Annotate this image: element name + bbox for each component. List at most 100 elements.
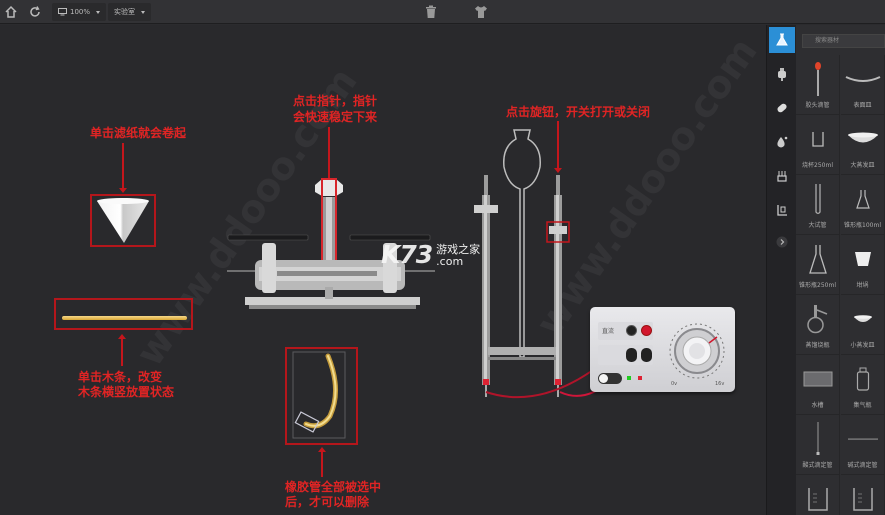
lab-dropdown[interactable]: 实验室: [108, 3, 151, 21]
arrow-down: [119, 143, 127, 193]
home-button[interactable]: [4, 3, 18, 21]
wooden-stick-note-2: 木条横竖放置状态: [78, 385, 175, 399]
balance-scale[interactable]: [225, 175, 460, 315]
refresh-button[interactable]: [28, 3, 42, 21]
stand-icon: [777, 171, 787, 182]
tab-apparatus[interactable]: [769, 27, 795, 53]
distillation-flask-icon: [806, 305, 827, 334]
gas-jar-icon: [856, 367, 869, 391]
hofmann-voltameter[interactable]: [470, 125, 580, 400]
voltage-knob[interactable]: 0v 16v: [665, 315, 731, 387]
item-water-trough[interactable]: 水槽: [796, 355, 840, 415]
burette-icon: [816, 422, 819, 455]
ac-panel: [598, 345, 653, 365]
item-acid-burette[interactable]: 酸式滴定管: [796, 415, 840, 475]
rubber-tube-note-1: 橡胶管全部被选中: [285, 480, 382, 494]
svg-text:0v: 0v: [671, 381, 677, 387]
item-beaker[interactable]: [796, 475, 840, 515]
chevron-down-icon: [96, 10, 101, 14]
evaporating-dish-icon: [853, 314, 872, 322]
iron-stand-icon: [777, 205, 787, 216]
item-crucible[interactable]: 坩埚: [841, 235, 885, 295]
ac-indicator: [638, 376, 642, 380]
arrow-down: [554, 121, 562, 173]
item-conical-flask-250[interactable]: 锥形瓶250ml: [796, 235, 840, 295]
expand-button[interactable]: [769, 229, 795, 255]
tab-equipment[interactable]: [769, 197, 795, 223]
rubber-tube-note-2: 后，才可以删除: [285, 495, 370, 509]
ac-terminal-right[interactable]: [641, 348, 652, 362]
arrow-up: [118, 334, 126, 366]
eraser-icon: [777, 103, 787, 113]
lab-value: 实验室: [114, 8, 135, 16]
apparatus-panel: 搜索器材 胶头滴管 表面皿 烧杯250ml 大蒸发皿: [796, 25, 885, 515]
item-large-evaporating-dish[interactable]: 大蒸发皿: [841, 115, 885, 175]
item-beaker[interactable]: [841, 475, 885, 515]
water-trough-icon: [803, 371, 832, 387]
shirt-icon: [475, 6, 487, 18]
power-supply[interactable]: 直流 0v 16v: [590, 307, 735, 392]
beaker-icon: [807, 488, 828, 511]
item-dropper[interactable]: 胶头滴管: [796, 55, 840, 115]
tab-droppers[interactable]: [769, 129, 795, 155]
crucible-icon: [854, 252, 871, 266]
positive-terminal[interactable]: [641, 325, 652, 336]
item-large-test-tube[interactable]: 大试管: [796, 175, 840, 235]
item-gas-jar[interactable]: 集气瓶: [841, 355, 885, 415]
knob-note: 点击旋钮，开关打开或关闭: [506, 105, 651, 119]
logo-domain: .com: [436, 255, 464, 268]
item-base-burette[interactable]: 碱式滴定管: [841, 415, 885, 475]
item-distillation-flask[interactable]: 蒸馏烧瓶: [796, 295, 840, 355]
flask-icon: [776, 33, 788, 46]
chevron-down-icon: [141, 10, 145, 14]
dc-label: 直流: [602, 328, 615, 335]
wooden-stick-note-1: 单击木条，改变: [78, 370, 163, 384]
negative-terminal[interactable]: [626, 325, 637, 336]
refresh-icon: [30, 6, 40, 17]
item-watch-glass[interactable]: 表面皿: [841, 55, 885, 115]
balance-note-2: 会快速稳定下来: [293, 110, 378, 124]
monitor-icon: [58, 8, 67, 16]
home-icon: [5, 5, 17, 18]
logo-brand: K73: [381, 240, 433, 269]
chevron-right-icon: [776, 236, 788, 248]
filter-paper-note: 单击滤纸就会卷起: [90, 126, 187, 140]
tab-stands[interactable]: [769, 163, 795, 189]
drop-icon: [777, 136, 788, 148]
wooden-stick[interactable]: [62, 316, 187, 320]
arrow-down: [325, 127, 333, 183]
rubber-tube[interactable]: [290, 350, 352, 442]
filter-paper-cone[interactable]: [95, 197, 151, 245]
balance-note-1: 点击指针，指针: [293, 94, 378, 108]
rubber-tube-highlight: [285, 347, 358, 445]
power-switch[interactable]: [598, 373, 622, 384]
ac-terminal-left[interactable]: [626, 348, 637, 362]
evaporating-dish-icon: [847, 132, 878, 143]
zoom-dropdown[interactable]: 100%: [52, 3, 107, 21]
bottle-icon: [778, 68, 786, 81]
tab-materials[interactable]: [769, 95, 795, 121]
k73-logo: K73 游戏之家 .com: [381, 241, 480, 269]
item-small-evaporating-dish[interactable]: 小蒸发皿: [841, 295, 885, 355]
search-input[interactable]: 搜索器材: [802, 34, 885, 48]
conical-flask-icon: [808, 245, 827, 274]
experiment-canvas[interactable]: www.ddooo.com www.ddooo.com 单击滤纸就会卷起 单击木…: [0, 25, 766, 515]
dc-indicator: [627, 376, 631, 380]
wooden-stick-highlight: [54, 298, 193, 330]
burette-icon: [847, 438, 878, 440]
sidebar-tabs: [766, 25, 796, 515]
dc-panel: 直流: [598, 322, 653, 340]
filter-paper-highlight: [90, 194, 156, 247]
beaker-icon: [811, 132, 824, 147]
test-tube-icon: [814, 184, 821, 215]
svg-text:16v: 16v: [715, 381, 724, 387]
watch-glass-icon: [845, 76, 880, 82]
tab-reagents[interactable]: [769, 61, 795, 87]
shirt-button[interactable]: [474, 3, 488, 21]
arrow-up: [318, 447, 326, 477]
item-beaker-250[interactable]: 烧杯250ml: [796, 115, 840, 175]
item-conical-flask-100[interactable]: 锥形瓶100ml: [841, 175, 885, 235]
delete-button[interactable]: [425, 3, 437, 21]
top-toolbar: 100% 实验室: [0, 0, 885, 24]
